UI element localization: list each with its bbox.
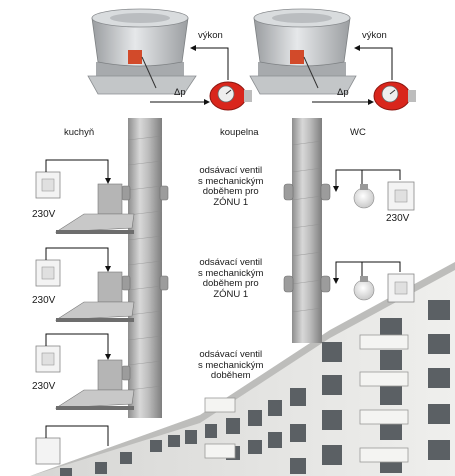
vykon-label-right: výkon	[362, 30, 387, 41]
vykon-label-left: výkon	[198, 30, 223, 41]
kitchen-switch-2	[35, 259, 61, 287]
wc-switch-2	[387, 273, 415, 303]
voltage-label-2: 230V	[32, 295, 56, 306]
extract-valve-text-1: odsávací ventil s mechanickým doběhem pr…	[198, 165, 264, 208]
pressure-sensor-right	[373, 81, 416, 111]
voltage-label-1: 230V	[32, 209, 56, 220]
room-label-wc: WC	[350, 127, 366, 138]
kitchen-switch-1	[35, 171, 61, 199]
kitchen-hood-3	[54, 359, 135, 410]
extract-valve-text-2: odsávací ventil s mechanickým doběhem pr…	[198, 257, 264, 300]
pressure-sensor-left	[209, 81, 252, 111]
dp-label-left: Δp	[174, 87, 186, 98]
roof-fan-left	[87, 8, 197, 95]
extract-valve-text-3: odsávací ventil s mechanickým doběhem	[198, 349, 264, 381]
room-label-kitchen: kuchyň	[64, 127, 95, 138]
wc-switch-1	[387, 181, 415, 211]
kitchen-switch-3	[35, 345, 61, 373]
voltage-label-3: 230V	[32, 381, 56, 392]
dp-label-right: Δp	[337, 87, 349, 98]
kitchen-hood-2	[54, 271, 135, 322]
duct-right	[292, 118, 322, 343]
room-label-bathroom: koupelna	[220, 127, 259, 138]
wc-bulb-2	[353, 276, 375, 301]
roof-fan-right	[249, 8, 357, 95]
voltage-label-wc: 230V	[386, 213, 410, 224]
duct-left	[128, 118, 162, 418]
kitchen-switch-4	[35, 437, 61, 465]
kitchen-hood-1	[54, 183, 135, 234]
wc-bulb-1	[353, 184, 375, 209]
